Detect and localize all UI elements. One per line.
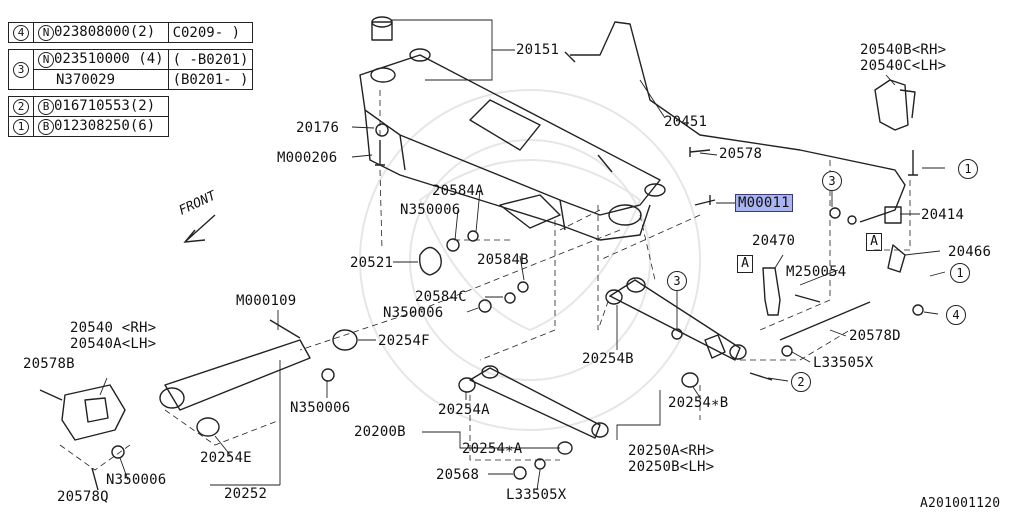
watermark-emblem bbox=[359, 89, 701, 431]
ref-circle: 1 bbox=[13, 119, 29, 135]
legend-ref: 2 bbox=[8, 96, 34, 117]
legend-range: (B0201- ) bbox=[167, 69, 254, 90]
label-20540b: 20540B<RH> bbox=[860, 42, 947, 58]
type-circle: N bbox=[38, 25, 54, 41]
legend-part: N370029 bbox=[33, 69, 169, 90]
label-20451: 20451 bbox=[664, 114, 708, 130]
label-m000109: M000109 bbox=[236, 293, 297, 309]
label-20540-rh: 20540 <RH> bbox=[70, 320, 157, 336]
callout-4: 4 bbox=[946, 305, 966, 325]
label-20578q: 20578Q bbox=[57, 489, 109, 505]
type-circle: B bbox=[38, 99, 54, 115]
label-20584b: 20584B bbox=[477, 252, 529, 268]
label-20176: 20176 bbox=[296, 120, 340, 136]
type-circle: B bbox=[38, 119, 54, 135]
label-l33505x: L33505X bbox=[813, 355, 874, 371]
label-20254b: 20254B bbox=[582, 351, 634, 367]
drawing-id: A201001120 bbox=[920, 496, 1001, 511]
legend-range: ( -B0201) bbox=[167, 49, 254, 70]
ref-circle: 3 bbox=[13, 62, 29, 78]
leader-lines bbox=[99, 19, 946, 491]
callout-1: 1 bbox=[958, 159, 978, 179]
part-number: 023510000 (4) bbox=[54, 51, 164, 67]
label-m000206: M000206 bbox=[277, 150, 338, 166]
label-n350006: N350006 bbox=[383, 305, 444, 321]
label-m250054: M250054 bbox=[786, 264, 847, 280]
label-n350006: N350006 bbox=[106, 472, 167, 488]
part-number: 012308250(6) bbox=[54, 118, 156, 134]
label-20254f: 20254F bbox=[378, 333, 430, 349]
label-20254e: 20254E bbox=[200, 450, 252, 466]
label-20151: 20151 bbox=[516, 42, 560, 58]
legend-ref: 4 bbox=[8, 22, 34, 43]
label-20252: 20252 bbox=[224, 486, 268, 502]
legend-ref: 3 bbox=[8, 49, 34, 90]
label-20568: 20568 bbox=[436, 467, 480, 483]
callout-3: 3 bbox=[822, 171, 842, 191]
label-20414: 20414 bbox=[921, 207, 965, 223]
part-number: 016710553(2) bbox=[54, 98, 156, 114]
label-20578: 20578 bbox=[719, 146, 763, 162]
label-20584a: 20584A bbox=[432, 183, 484, 199]
label-20254-star-b: 20254∗B bbox=[668, 395, 729, 411]
label-20540c: 20540C<LH> bbox=[860, 58, 947, 74]
stabilizer-bar-drawing bbox=[570, 21, 906, 223]
label-20521: 20521 bbox=[350, 255, 394, 271]
label-m00011-highlighted: M00011 bbox=[735, 194, 793, 212]
label-n350006: N350006 bbox=[400, 202, 461, 218]
connection-marker-a: A bbox=[737, 255, 753, 273]
connection-marker-a: A bbox=[866, 233, 882, 251]
label-20200b: 20200B bbox=[354, 424, 406, 440]
legend-row: N370029 (B0201- ) bbox=[9, 69, 254, 90]
guide-lines bbox=[59, 90, 911, 471]
legend-ref: 1 bbox=[8, 116, 34, 137]
label-20540a-lh: 20540A<LH> bbox=[70, 336, 157, 352]
callout-1: 1 bbox=[950, 263, 970, 283]
callout-2: 2 bbox=[791, 372, 811, 392]
label-20254a: 20254A bbox=[438, 402, 490, 418]
label-20578b: 20578B bbox=[23, 356, 75, 372]
label-20584c: 20584C bbox=[415, 289, 467, 305]
label-l33505x: L33505X bbox=[506, 487, 567, 503]
label-20470: 20470 bbox=[752, 233, 796, 249]
crossmember-drawing bbox=[359, 16, 666, 241]
label-20254-star-a: 20254∗A bbox=[462, 441, 523, 457]
ref-circle: 4 bbox=[13, 25, 29, 41]
legend-range: C0209- ) bbox=[167, 22, 254, 43]
label-20250a: 20250A<RH> bbox=[628, 443, 715, 459]
label-n350006: N350006 bbox=[290, 400, 351, 416]
ref-circle: 2 bbox=[13, 99, 29, 115]
label-20466: 20466 bbox=[948, 244, 992, 260]
callout-3: 3 bbox=[667, 271, 687, 291]
front-arrow-icon bbox=[183, 214, 216, 243]
part-number: 023808000(2) bbox=[54, 24, 156, 40]
label-20578d: 20578D bbox=[849, 328, 901, 344]
label-20250b: 20250B<LH> bbox=[628, 459, 715, 475]
type-circle: N bbox=[38, 52, 54, 68]
